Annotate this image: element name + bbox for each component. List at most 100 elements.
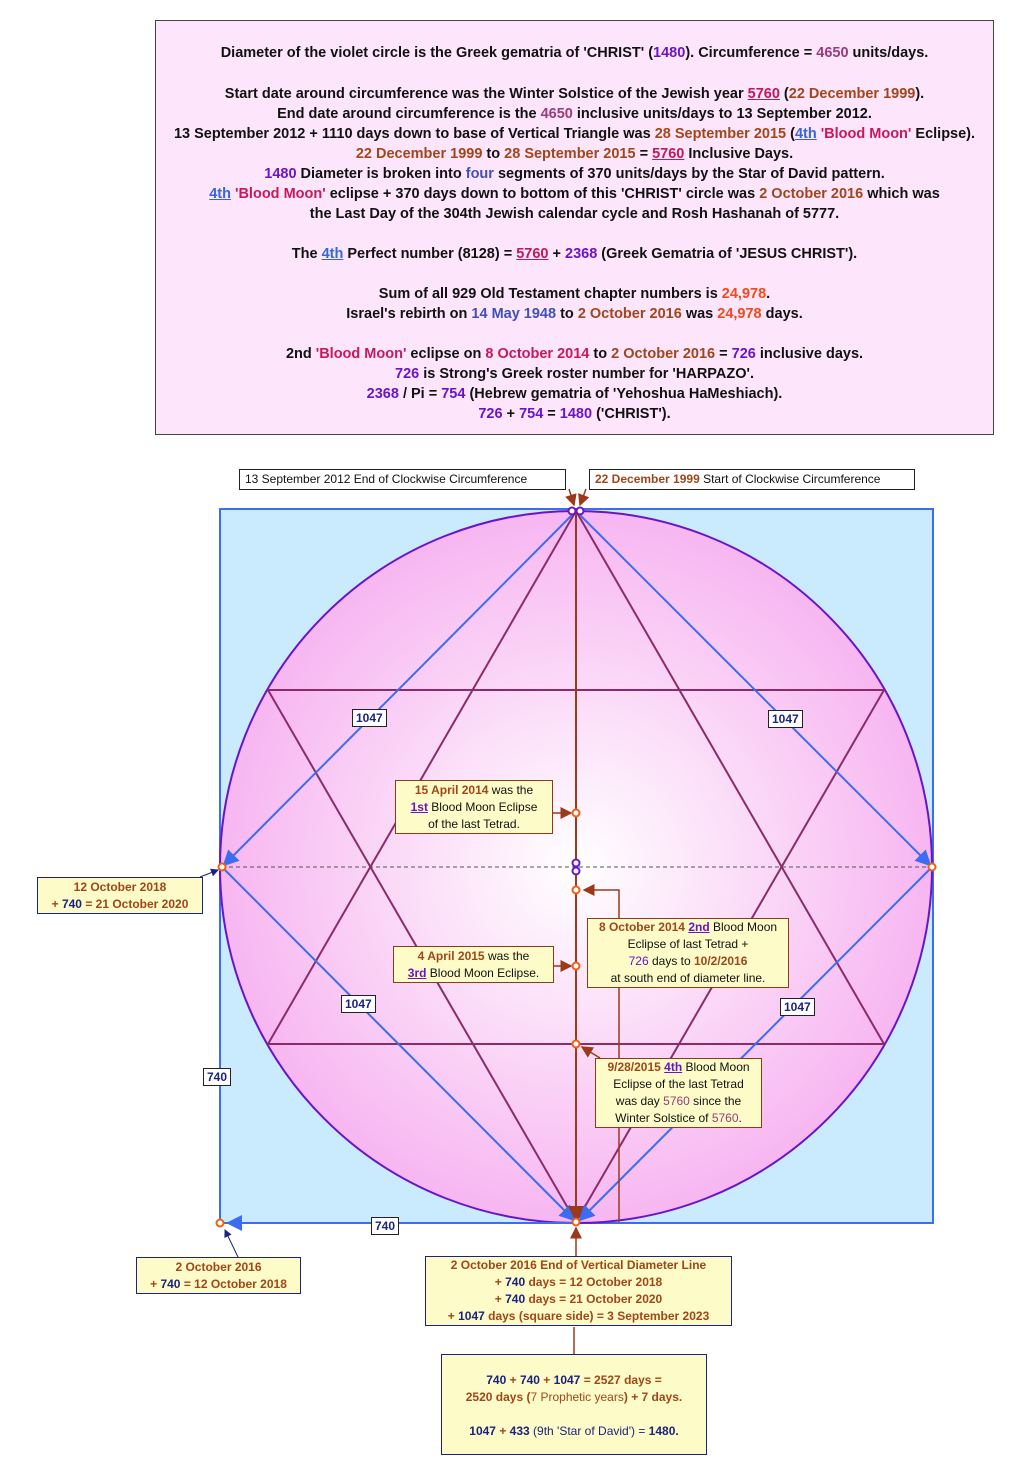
text-segment: 'Blood Moon': [235, 186, 326, 202]
text-segment: 13 September 2012 + 1110 days down to ba…: [173, 126, 655, 142]
text-segment[interactable]: 5760: [747, 86, 780, 102]
text-segment: four: [465, 166, 494, 182]
text-segment: 433: [509, 1424, 530, 1438]
text-segment: 'Blood Moon': [315, 346, 407, 362]
text-segment[interactable]: 4th: [321, 246, 344, 262]
info-line: 13 September 2012 + 1110 days down to ba…: [156, 124, 993, 144]
text-segment: =: [543, 406, 560, 422]
text-segment[interactable]: 3rd: [407, 966, 427, 980]
text-segment: Eclipse of the last Tetrad: [613, 1077, 744, 1091]
text-segment: since the: [689, 1094, 742, 1108]
callout-line: Eclipse of the last Tetrad: [596, 1076, 761, 1093]
callout-line: 4 April 2015 was the: [394, 948, 553, 965]
text-segment: days = 21 October 2020: [525, 1292, 663, 1306]
callout-line: Winter Solstice of 5760.: [596, 1110, 761, 1127]
text-segment: 13 September 2012 End of Clockwise Circu…: [245, 472, 528, 486]
text-segment: =: [635, 146, 653, 162]
text-segment[interactable]: 5760: [652, 146, 685, 162]
text-segment: Diameter of the violet circle is the Gre…: [220, 45, 654, 61]
callout-line: + 740 = 21 October 2020: [38, 896, 202, 913]
text-segment: Diameter is broken into: [296, 166, 466, 182]
text-segment: 9/28/2015: [607, 1060, 661, 1074]
text-segment: 2 October 2016: [577, 306, 682, 322]
text-segment: 22 December 1999: [788, 86, 916, 102]
text-segment: 1047: [553, 1373, 581, 1387]
text-segment: Israel's rebirth on: [346, 306, 472, 322]
info-line: 4th 'Blood Moon' eclipse + 370 days down…: [156, 184, 993, 204]
text-segment: 8 October 2014: [598, 920, 685, 934]
text-segment: .: [738, 1111, 742, 1125]
text-segment: +: [502, 406, 520, 422]
text-segment: 'Blood Moon': [820, 126, 912, 142]
text-segment: .: [766, 286, 771, 302]
text-segment: Eclipse of last Tetrad +: [627, 937, 749, 951]
end-circumference-label: 13 September 2012 End of Clockwise Circu…: [239, 469, 566, 490]
callout-line: 2 October 2016: [137, 1259, 300, 1276]
text-segment[interactable]: 4th: [664, 1060, 683, 1074]
text-segment: inclusive units/days to 13 September 201…: [572, 106, 872, 122]
text-segment: 22 December 1999: [595, 472, 700, 486]
square-side-label: 1047: [768, 710, 803, 728]
markers: [215, 506, 937, 1228]
text-segment[interactable]: 5760: [516, 246, 549, 262]
info-line: 2nd 'Blood Moon' eclipse on 8 October 20…: [156, 344, 993, 364]
text-segment: +: [51, 897, 62, 911]
text-segment: Blood Moon Eclipse: [427, 800, 538, 814]
info-line: 1480 Diameter is broken into four segmen…: [156, 164, 993, 184]
callout-line: 8 October 2014 2nd Blood Moon: [588, 919, 788, 936]
text-segment[interactable]: 2nd: [688, 920, 710, 934]
callout-line: + 740 days = 12 October 2018: [426, 1274, 731, 1291]
text-segment: 28 September 2015: [504, 146, 636, 162]
callout-line: 2520 days (7 Prophetic years) + 7 days.: [442, 1389, 706, 1406]
text-segment[interactable]: 4th: [209, 186, 231, 202]
text-segment: Blood Moon Eclipse.: [426, 966, 540, 980]
text-segment: 28 September 2015: [654, 126, 787, 142]
callout-line: 9/28/2015 4th Blood Moon: [596, 1059, 761, 1076]
text-segment[interactable]: 1st: [410, 800, 428, 814]
text-segment: 2368: [366, 386, 399, 402]
text-segment: 5760: [663, 1094, 690, 1108]
text-segment: 754: [519, 406, 544, 422]
text-segment: was day: [615, 1094, 664, 1108]
callout-line: 740 + 740 + 1047 = 2527 days =: [442, 1372, 706, 1389]
text-segment: +: [495, 1424, 510, 1438]
text-segment: 1480.: [648, 1424, 679, 1438]
text-segment: +: [150, 1277, 161, 1291]
text-segment: of the last Tetrad.: [428, 817, 520, 831]
square-side-label: 1047: [352, 709, 387, 727]
left-date-callout: 12 October 2018+ 740 = 21 October 2020: [37, 877, 203, 914]
text-segment: days to: [648, 954, 694, 968]
text-segment: to: [482, 146, 505, 162]
text-segment: ) + 7 days.: [623, 1390, 683, 1404]
text-segment: (Hebrew gematria of 'Yehoshua HaMeshiach…: [465, 386, 783, 402]
text-segment: 4 April 2015: [417, 949, 485, 963]
text-segment: 1480: [264, 166, 297, 182]
text-segment: / Pi =: [398, 386, 442, 402]
callout-line: + 1047 days (square side) = 3 September …: [426, 1308, 731, 1325]
square-side-label: 1047: [780, 998, 815, 1016]
callout-line: was day 5760 since the: [596, 1093, 761, 1110]
text-segment: Blood Moon: [682, 1060, 750, 1074]
info-line: The 4th Perfect number (8128) = 5760 + 2…: [156, 244, 993, 264]
text-segment: (Greek Gematria of 'JESUS CHRIST').: [597, 246, 858, 262]
text-segment: Eclipse).: [911, 126, 976, 142]
text-segment: = 12 October 2018: [180, 1277, 287, 1291]
text-segment: 1047: [458, 1309, 485, 1323]
text-segment: 7 Prophetic years: [530, 1390, 624, 1404]
info-line: 22 December 1999 to 28 September 2015 = …: [156, 144, 993, 164]
text-segment: 10/2/2016: [694, 954, 748, 968]
text-segment: (9th 'Star of David') =: [529, 1424, 649, 1438]
text-segment[interactable]: 4th: [794, 126, 817, 142]
text-segment: units/days.: [848, 45, 929, 61]
callout-line: + 740 days = 21 October 2020: [426, 1291, 731, 1308]
text-segment: the Last Day of the 304th Jewish calenda…: [309, 206, 840, 222]
text-segment: 2 October 2016 End of Vertical Diameter …: [450, 1258, 707, 1272]
text-segment: which was: [863, 186, 940, 202]
text-segment: ('CHRIST').: [592, 406, 671, 422]
callout-line: 2 October 2016 End of Vertical Diameter …: [426, 1257, 731, 1274]
text-segment: +: [494, 1275, 506, 1289]
